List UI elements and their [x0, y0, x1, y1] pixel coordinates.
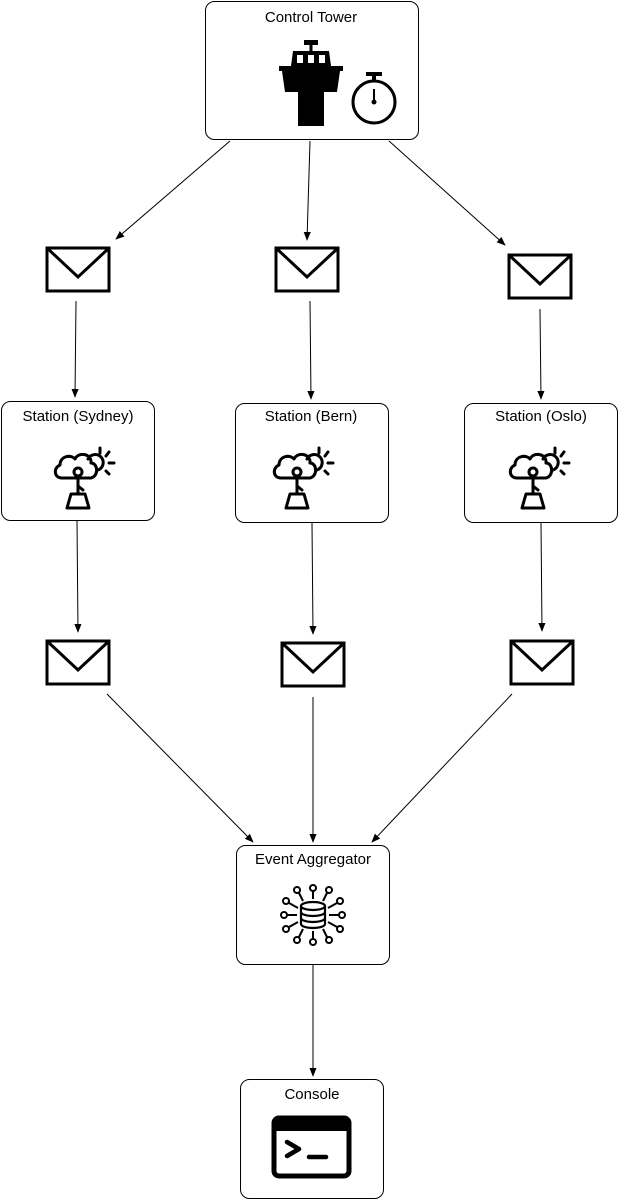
- edge-station-sydney-to-envelope: [74, 520, 82, 633]
- node-control-tower[interactable]: Control Tower: [205, 1, 419, 140]
- control-tower-icon: [279, 40, 343, 126]
- envelope-icon: [509, 639, 575, 686]
- data-hub-icon: [280, 884, 346, 946]
- node-station-oslo-label: Station (Oslo): [495, 408, 587, 425]
- edge-envelope-to-station-oslo: [537, 308, 545, 400]
- node-station-sydney[interactable]: Station (Sydney): [1, 401, 155, 521]
- edge-envelope-sydney-to-aggregator: [106, 693, 254, 843]
- node-control-tower-label: Control Tower: [265, 9, 357, 26]
- message-envelope-sydney-aggregator: [45, 639, 111, 686]
- node-station-bern-label: Station (Bern): [265, 408, 358, 425]
- envelope-icon: [45, 639, 111, 686]
- edge-tower-to-envelope-sydney: [115, 140, 231, 240]
- weather-station-icon: [272, 446, 335, 510]
- message-envelope-tower-oslo: [507, 253, 573, 300]
- node-event-aggregator-box[interactable]: [236, 845, 390, 965]
- edges: [71, 140, 546, 1077]
- edge-envelope-oslo-to-aggregator: [371, 693, 513, 843]
- edge-tower-to-envelope-bern: [303, 140, 311, 241]
- node-station-sydney-box[interactable]: [1, 401, 155, 521]
- message-envelope-tower-bern: [274, 246, 340, 293]
- envelope-icon: [274, 246, 340, 293]
- node-console-label: Console: [284, 1086, 339, 1103]
- weather-station-icon: [53, 446, 116, 510]
- envelope-icon: [45, 246, 111, 293]
- edge-tower-to-envelope-oslo: [388, 140, 506, 246]
- node-console[interactable]: Console: [240, 1079, 384, 1199]
- weather-station-icon: [508, 446, 571, 510]
- envelope-icon: [280, 641, 346, 688]
- edge-envelope-to-station-bern: [307, 300, 315, 400]
- message-envelope-oslo-aggregator: [509, 639, 575, 686]
- edge-station-oslo-to-envelope: [538, 522, 546, 632]
- message-envelope-tower-sydney: [45, 246, 111, 293]
- terminal-icon: [271, 1115, 352, 1179]
- node-event-aggregator-label: Event Aggregator: [255, 851, 371, 868]
- node-station-oslo[interactable]: Station (Oslo): [464, 403, 618, 523]
- node-event-aggregator[interactable]: Event Aggregator: [236, 845, 390, 965]
- edge-envelope-to-station-sydney: [71, 300, 79, 398]
- message-envelope-bern-aggregator: [280, 641, 346, 688]
- stopwatch-icon: [351, 72, 397, 125]
- envelope-icon: [507, 253, 573, 300]
- node-station-sydney-label: Station (Sydney): [23, 408, 134, 425]
- node-station-bern[interactable]: Station (Bern): [235, 403, 389, 523]
- edge-station-bern-to-envelope: [309, 522, 317, 635]
